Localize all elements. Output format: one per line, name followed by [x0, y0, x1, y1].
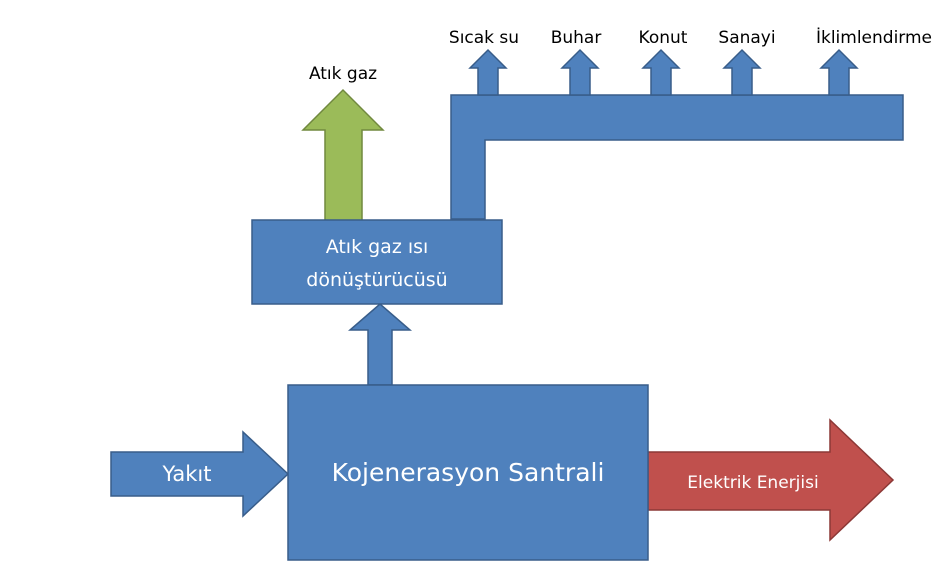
- air-conditioning-label: İklimlendirme: [816, 27, 932, 48]
- hot-water-arrow: [468, 48, 508, 96]
- fuel-input-arrow: [110, 430, 290, 518]
- electric-energy-arrow: [647, 418, 895, 542]
- fuel-input-label: Yakıt: [161, 462, 211, 486]
- electric-energy-label: Elektrik Enerjisi: [687, 473, 818, 493]
- plant-to-converter-arrow: [347, 303, 413, 386]
- cogeneration-plant-box: [287, 384, 649, 561]
- industry-arrow: [722, 48, 762, 96]
- exhaust-gas-label: Atık gaz: [309, 64, 377, 84]
- heat-converter-box: [251, 219, 503, 305]
- cogeneration-plant-label: Kojenerasyon Santrali: [332, 458, 605, 487]
- heat-converter-label-line1: Atık gaz ısı: [326, 236, 429, 258]
- hot-water-label: Sıcak su: [449, 28, 519, 48]
- residential-arrow: [641, 48, 681, 96]
- steam-arrow: [560, 48, 600, 96]
- steam-label: Buhar: [551, 28, 602, 48]
- heat-converter-label-line2: dönüştürücüsü: [306, 269, 447, 291]
- residential-label: Konut: [639, 28, 688, 48]
- air-conditioning-arrow: [819, 48, 859, 96]
- exhaust-gas-arrow: [301, 88, 385, 225]
- industry-label: Sanayi: [718, 28, 775, 48]
- heat-distribution-pipe: [450, 94, 904, 220]
